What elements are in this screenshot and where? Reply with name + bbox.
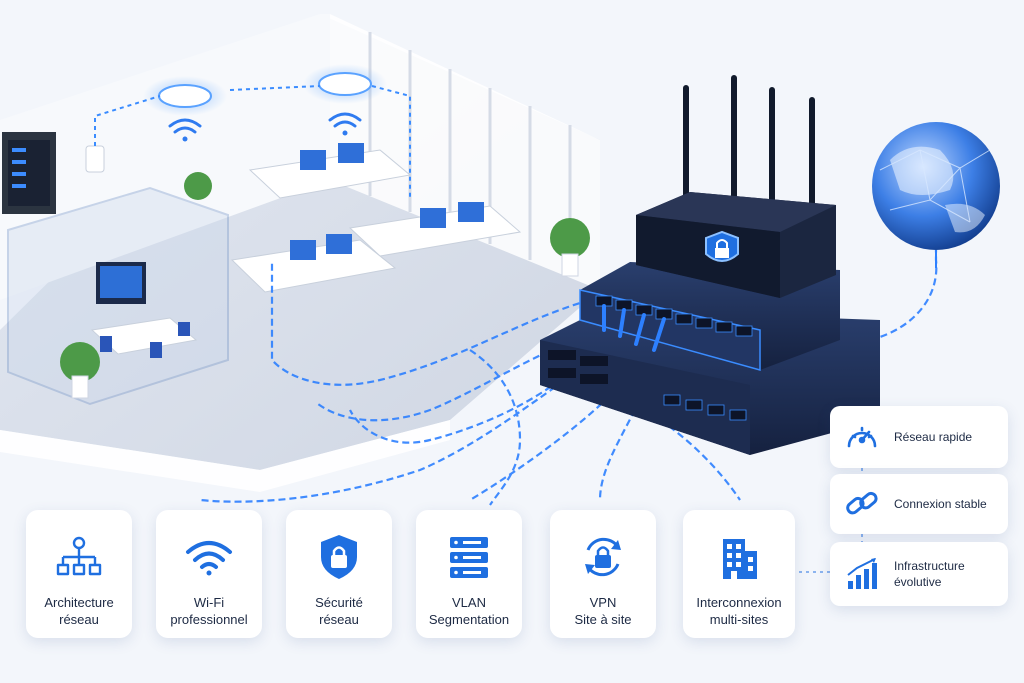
feature-card-title: Sécurité xyxy=(315,595,363,610)
feature-card-subtitle: Site à site xyxy=(574,612,632,627)
wifi-access-points xyxy=(85,64,411,200)
meeting-room xyxy=(7,186,229,406)
side-card-title: Réseau rapide xyxy=(894,430,973,444)
side-card-title: Infrastructure xyxy=(894,559,965,573)
feature-card-title: VLAN xyxy=(452,595,486,610)
feature-card-subtitle: réseau xyxy=(59,612,99,627)
feature-card-subtitle: professionnel xyxy=(170,612,248,627)
wifi-icon xyxy=(182,530,236,584)
plants xyxy=(60,172,590,399)
side-card-subtitle: évolutive xyxy=(894,575,942,589)
speedometer-icon xyxy=(844,419,880,455)
network-switches xyxy=(540,262,880,455)
side-card-stable[interactable]: Connexion stable xyxy=(830,474,1008,534)
hierarchy-icon xyxy=(52,530,106,584)
globe xyxy=(872,122,1000,268)
feature-card-title: Architecture xyxy=(44,595,114,610)
router xyxy=(636,75,836,298)
feature-card-wifi[interactable]: Wi-Fi professionnel xyxy=(156,510,262,638)
feature-card-title: Interconnexion xyxy=(696,595,782,610)
side-card-connectors xyxy=(792,468,863,573)
feature-card-architecture[interactable]: Architecture réseau xyxy=(26,510,132,638)
growth-chart-icon xyxy=(844,556,880,592)
feature-card-subtitle: réseau xyxy=(319,612,359,627)
server-rack xyxy=(2,132,56,214)
feature-card-vpn[interactable]: VPN Site à site xyxy=(550,510,656,638)
office-monitors xyxy=(290,143,484,260)
side-card-scalable[interactable]: Infrastructure évolutive xyxy=(830,542,1008,606)
feature-card-subtitle: multi-sites xyxy=(709,612,769,627)
building-icon xyxy=(712,530,766,584)
side-card-title: Connexion stable xyxy=(894,497,987,511)
server-stack-icon xyxy=(442,530,496,584)
shield-lock-icon xyxy=(312,530,366,584)
chain-link-icon xyxy=(844,486,880,522)
feature-card-title: VPN xyxy=(589,595,617,610)
feature-card-subtitle: Segmentation xyxy=(428,612,510,627)
feature-card-vlan[interactable]: VLAN Segmentation xyxy=(416,510,522,638)
side-card-speed[interactable]: Réseau rapide xyxy=(830,406,1008,468)
feature-card-multisite[interactable]: Interconnexion multi-sites xyxy=(683,510,795,638)
vpn-lock-icon xyxy=(576,530,630,584)
feature-card-title: Wi-Fi xyxy=(193,595,225,610)
feature-card-security[interactable]: Sécurité réseau xyxy=(286,510,392,638)
